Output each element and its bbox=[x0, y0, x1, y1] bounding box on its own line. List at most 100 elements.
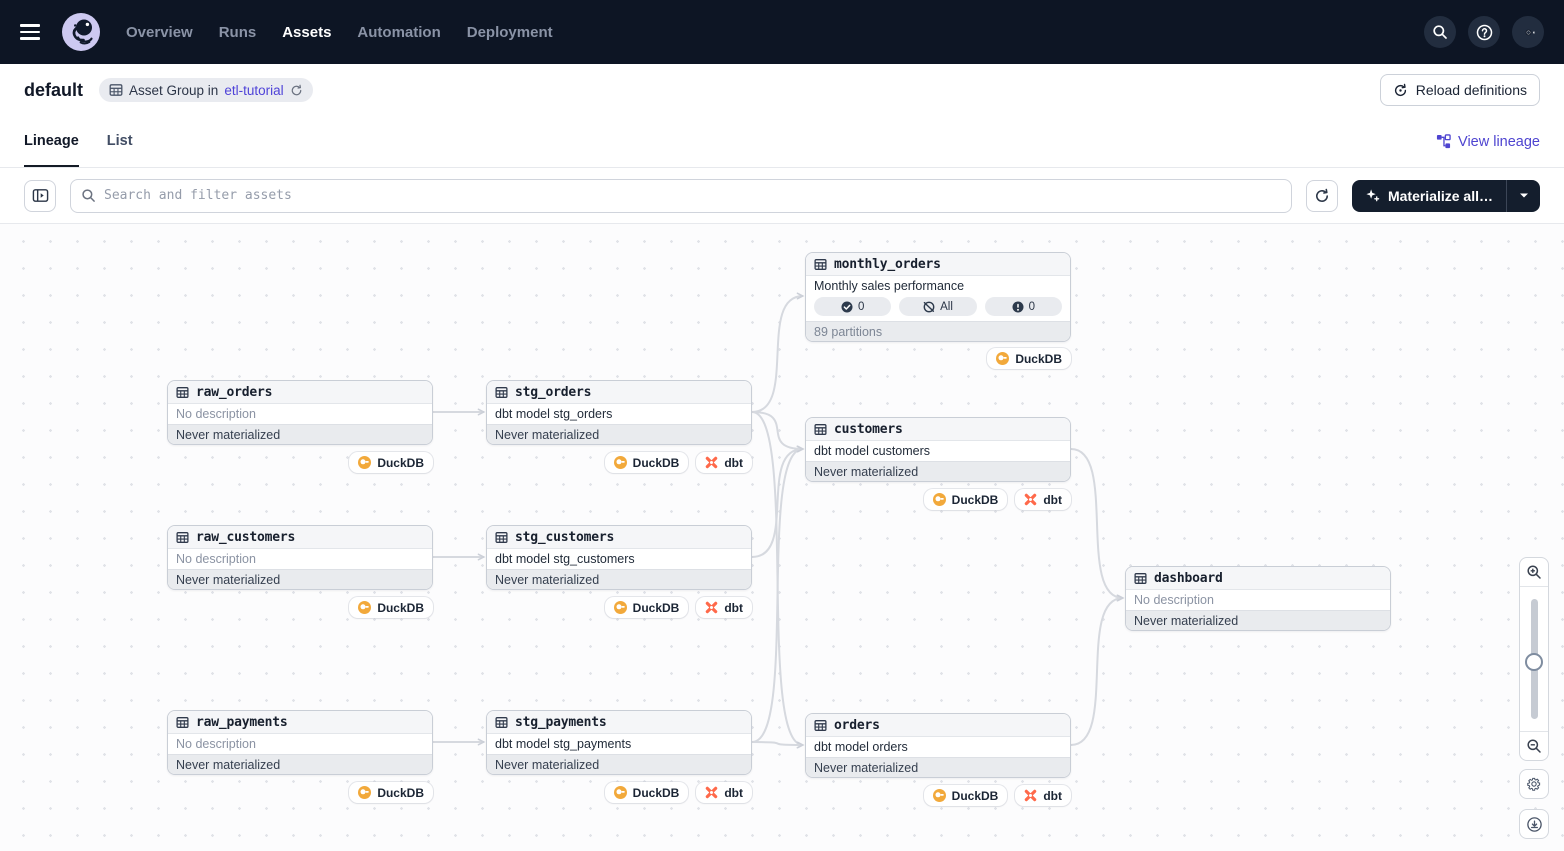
download-view-button[interactable] bbox=[1519, 809, 1549, 839]
kind-badge-duckdb[interactable]: DuckDB bbox=[605, 597, 689, 618]
asset-kind-badges: DuckDB bbox=[805, 348, 1071, 369]
kind-badge-duckdb[interactable]: DuckDB bbox=[987, 348, 1071, 369]
panel-expand-icon bbox=[32, 187, 49, 204]
asset-node-raw_orders[interactable]: raw_ordersNo descriptionNever materializ… bbox=[167, 380, 433, 445]
asset-search-box bbox=[70, 179, 1292, 213]
table-icon bbox=[495, 716, 508, 729]
asset-name: stg_orders bbox=[515, 385, 591, 400]
asset-status: Never materialized bbox=[806, 461, 1070, 481]
tab-lineage[interactable]: Lineage bbox=[24, 116, 79, 167]
asset-node-monthly_orders[interactable]: monthly_ordersMonthly sales performance0… bbox=[805, 252, 1071, 342]
asset-status: Never materialized bbox=[487, 424, 751, 444]
zoom-slider[interactable] bbox=[1520, 586, 1548, 732]
asset-description: No description bbox=[1126, 590, 1390, 610]
partition-pill[interactable]: 0 bbox=[985, 297, 1062, 316]
asset-node-header[interactable]: orders bbox=[806, 714, 1070, 737]
zoom-out-icon bbox=[1526, 738, 1542, 754]
nav-item-overview[interactable]: Overview bbox=[126, 24, 193, 41]
kind-badge-dbt[interactable]: dbt bbox=[1015, 489, 1071, 510]
kind-badge-dbt[interactable]: dbt bbox=[696, 782, 752, 803]
code-location-link[interactable]: etl-tutorial bbox=[224, 83, 283, 98]
partition-pill[interactable]: All bbox=[899, 297, 976, 316]
refresh-graph-button[interactable] bbox=[1306, 180, 1338, 212]
zoom-slider-handle[interactable] bbox=[1525, 653, 1543, 671]
materialize-options-button[interactable] bbox=[1506, 180, 1540, 212]
asset-node-header[interactable]: raw_customers bbox=[168, 526, 432, 549]
kind-badge-duckdb[interactable]: DuckDB bbox=[349, 452, 433, 473]
asset-node-header[interactable]: raw_orders bbox=[168, 381, 432, 404]
partition-status-pills: 0 All 0 bbox=[806, 296, 1070, 321]
asset-node-header[interactable]: monthly_orders bbox=[806, 253, 1070, 276]
page-header: default Asset Group in etl-tutorial Relo… bbox=[0, 64, 1564, 116]
asset-status: 89 partitions bbox=[806, 321, 1070, 341]
asset-status: Never materialized bbox=[1126, 610, 1390, 630]
edge-customers-to-dashboard bbox=[1071, 449, 1123, 598]
kind-badge-dbt[interactable]: dbt bbox=[696, 452, 752, 473]
kind-badge-duckdb[interactable]: DuckDB bbox=[605, 782, 689, 803]
graph-settings-button[interactable] bbox=[1519, 769, 1549, 799]
materialize-all-button[interactable]: Materialize all… bbox=[1352, 180, 1506, 212]
asset-node-raw_payments[interactable]: raw_paymentsNo descriptionNever material… bbox=[167, 710, 433, 775]
asset-group-badge-text: Asset Group in bbox=[129, 83, 218, 98]
reload-definitions-label: Reload definitions bbox=[1416, 82, 1527, 98]
nav-item-automation[interactable]: Automation bbox=[357, 24, 440, 41]
asset-node-stg_payments[interactable]: stg_paymentsdbt model stg_paymentsNever … bbox=[486, 710, 752, 775]
asset-node-orders[interactable]: ordersdbt model ordersNever materialized bbox=[805, 713, 1071, 778]
chevron-down-icon bbox=[1519, 192, 1529, 199]
asset-node-dashboard[interactable]: dashboardNo descriptionNever materialize… bbox=[1125, 566, 1391, 631]
slash-circle-icon bbox=[923, 301, 935, 313]
asset-search-input[interactable] bbox=[104, 188, 1281, 203]
kind-badge-duckdb[interactable]: DuckDB bbox=[349, 597, 433, 618]
asset-status: Never materialized bbox=[806, 757, 1070, 777]
asset-node-header[interactable]: stg_customers bbox=[487, 526, 751, 549]
tabs-row: Lineage List View lineage bbox=[0, 116, 1564, 168]
asset-name: orders bbox=[834, 718, 880, 733]
view-lineage-link[interactable]: View lineage bbox=[1436, 116, 1540, 167]
asset-node-header[interactable]: stg_orders bbox=[487, 381, 751, 404]
settings-button[interactable] bbox=[1512, 16, 1544, 48]
edge-stg_orders-to-customers bbox=[752, 412, 803, 449]
asset-node-header[interactable]: customers bbox=[806, 418, 1070, 441]
nav-item-deployment[interactable]: Deployment bbox=[467, 24, 553, 41]
lineage-canvas[interactable]: monthly_ordersMonthly sales performance0… bbox=[0, 224, 1564, 851]
kind-badge-duckdb[interactable]: DuckDB bbox=[349, 782, 433, 803]
kind-badge-dbt[interactable]: dbt bbox=[1015, 785, 1071, 806]
asset-node-header[interactable]: stg_payments bbox=[487, 711, 751, 734]
reload-definitions-button[interactable]: Reload definitions bbox=[1380, 74, 1540, 106]
search-button[interactable] bbox=[1424, 16, 1456, 48]
dagster-logo-icon[interactable] bbox=[62, 13, 100, 51]
primary-nav: Overview Runs Assets Automation Deployment bbox=[126, 24, 553, 41]
duckdb-icon bbox=[933, 789, 946, 802]
kind-badge-duckdb[interactable]: DuckDB bbox=[924, 785, 1008, 806]
nav-item-runs[interactable]: Runs bbox=[219, 24, 257, 41]
kind-badge-duckdb[interactable]: DuckDB bbox=[924, 489, 1008, 510]
asset-status: Never materialized bbox=[168, 754, 432, 774]
duckdb-icon bbox=[358, 456, 371, 469]
help-button[interactable] bbox=[1468, 16, 1500, 48]
table-icon bbox=[814, 258, 827, 271]
table-icon bbox=[814, 719, 827, 732]
asset-name: customers bbox=[834, 422, 903, 437]
asset-node-header[interactable]: dashboard bbox=[1126, 567, 1390, 590]
zoom-out-button[interactable] bbox=[1520, 732, 1548, 760]
asset-node-stg_orders[interactable]: stg_ordersdbt model stg_ordersNever mate… bbox=[486, 380, 752, 445]
asset-node-customers[interactable]: customersdbt model customersNever materi… bbox=[805, 417, 1071, 482]
kind-badge-duckdb[interactable]: DuckDB bbox=[605, 452, 689, 473]
toggle-sidebar-button[interactable] bbox=[24, 180, 56, 212]
sparkle-icon bbox=[1365, 188, 1380, 203]
tab-list[interactable]: List bbox=[107, 116, 133, 167]
gear-icon bbox=[1526, 776, 1542, 792]
asset-node-raw_customers[interactable]: raw_customersNo descriptionNever materia… bbox=[167, 525, 433, 590]
kind-badge-dbt[interactable]: dbt bbox=[696, 597, 752, 618]
partition-pill[interactable]: 0 bbox=[814, 297, 891, 316]
dbt-icon bbox=[1024, 789, 1037, 802]
gear-icon bbox=[1520, 24, 1537, 41]
zoom-in-button[interactable] bbox=[1520, 558, 1548, 586]
asset-node-header[interactable]: raw_payments bbox=[168, 711, 432, 734]
table-icon bbox=[176, 716, 189, 729]
asset-node-stg_customers[interactable]: stg_customersdbt model stg_customersNeve… bbox=[486, 525, 752, 590]
asset-description: dbt model stg_payments bbox=[487, 734, 751, 754]
menu-icon[interactable] bbox=[20, 19, 46, 45]
nav-item-assets[interactable]: Assets bbox=[282, 24, 331, 41]
duckdb-icon bbox=[358, 786, 371, 799]
